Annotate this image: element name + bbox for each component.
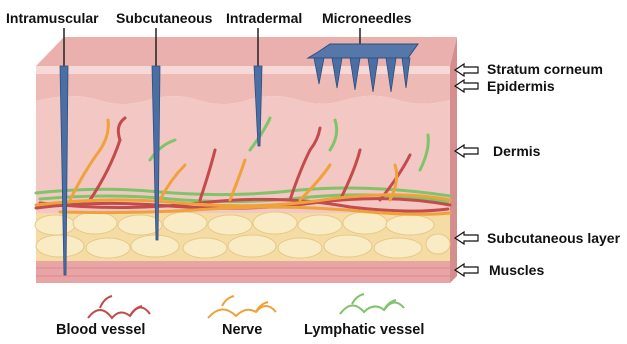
label-subcutaneous-layer: Subcutaneous layer xyxy=(487,230,620,246)
label-dermis: Dermis xyxy=(493,143,540,159)
layer-pointer-arrows xyxy=(455,64,478,276)
label-intradermal: Intradermal xyxy=(226,10,302,26)
label-epidermis: Epidermis xyxy=(487,78,555,94)
arrow-subcutaneous-icon xyxy=(455,232,478,244)
arrow-stratum-corneum-icon xyxy=(455,64,478,76)
label-stratum-corneum: Stratum corneum xyxy=(487,61,603,77)
legend-label-lymphatic-vessel: Lymphatic vessel xyxy=(304,322,424,338)
arrow-dermis-icon xyxy=(455,145,478,157)
label-intramuscular: Intramuscular xyxy=(6,10,99,26)
label-subcutaneous: Subcutaneous xyxy=(116,10,212,26)
legend-label-blood-vessel: Blood vessel xyxy=(56,322,145,338)
muscle-layer xyxy=(36,261,450,283)
arrow-muscles-icon xyxy=(455,264,478,276)
arrow-epidermis-icon xyxy=(455,80,478,92)
legend-nerve-swatch xyxy=(208,296,276,318)
label-microneedles: Microneedles xyxy=(322,10,411,26)
legend-blood-vessel-swatch xyxy=(88,296,150,318)
legend-lymphatic-vessel-swatch xyxy=(340,294,404,314)
label-muscles: Muscles xyxy=(489,262,544,278)
legend-label-nerve: Nerve xyxy=(222,322,262,338)
skin-side-face xyxy=(450,37,457,283)
